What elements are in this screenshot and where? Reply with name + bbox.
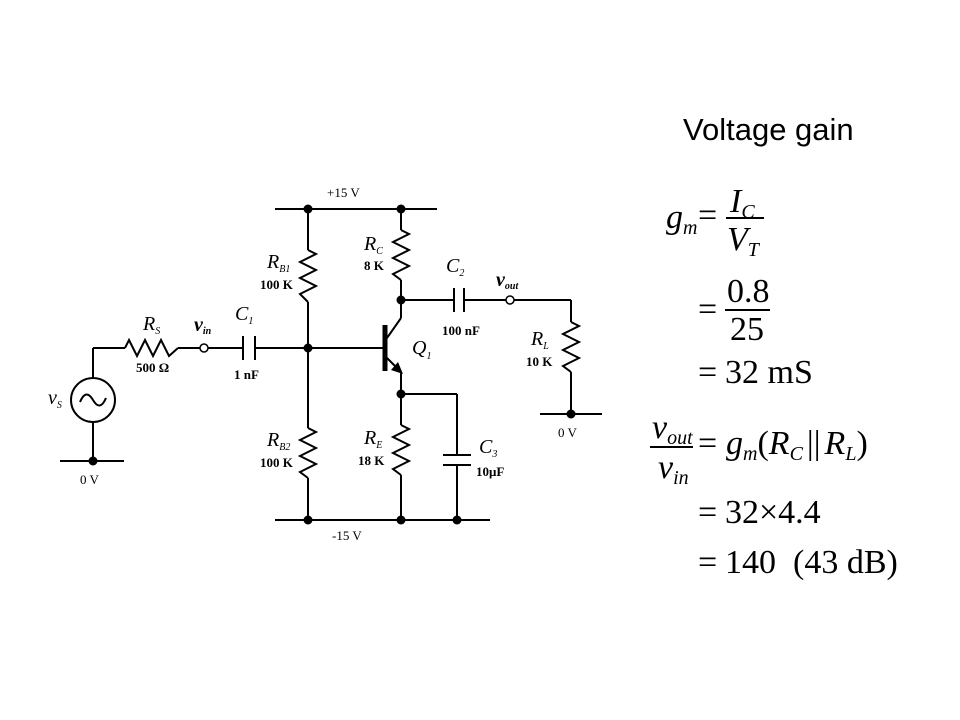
eq-equals-2: = xyxy=(698,291,717,328)
circuit-wires xyxy=(60,208,602,521)
c3-value: 10μF xyxy=(476,464,504,479)
junction-dots xyxy=(88,204,576,525)
c2-label: C2 xyxy=(446,255,464,279)
emitter-arrow-icon xyxy=(391,362,403,374)
rc-label: RC xyxy=(363,233,383,257)
vin-label: vin xyxy=(194,314,212,337)
rb2-label: RB2 xyxy=(266,429,290,453)
source-ground-label: 0 V xyxy=(80,472,100,487)
rb1-label: RB1 xyxy=(266,251,290,275)
eq-rhs: gm(RC||RL) xyxy=(726,425,868,465)
eq-equals-6: = xyxy=(698,544,717,581)
ac-source xyxy=(70,377,116,423)
resistor-rc xyxy=(390,229,412,281)
rs-label: RS xyxy=(142,313,160,337)
resistor-rl xyxy=(560,321,582,373)
eq-result: 140 xyxy=(725,544,776,581)
c1-label: C1 xyxy=(235,303,253,327)
resistor-rs xyxy=(124,337,179,359)
eq-den-1: 25 xyxy=(730,311,764,348)
load-ground-label: 0 V xyxy=(558,425,578,440)
vout-terminal xyxy=(505,295,515,305)
q1-label: Q1 xyxy=(412,337,431,362)
vout-label: vout xyxy=(496,269,519,292)
vin-terminal xyxy=(199,343,209,353)
sine-wave-icon xyxy=(79,393,107,407)
eq-vt: VT xyxy=(727,221,761,261)
source-label: vS xyxy=(48,387,62,411)
eq-prod: 32×4.4 xyxy=(725,494,821,531)
rb2-value: 100 K xyxy=(260,455,294,470)
eq-num-1: 0.8 xyxy=(727,273,770,310)
eq-equals-4: = xyxy=(698,425,717,462)
resistor-re xyxy=(390,424,412,476)
rl-value: 10 K xyxy=(526,354,553,369)
re-value: 18 K xyxy=(358,453,385,468)
eq-equals-3: = xyxy=(698,354,717,391)
rl-label: RL xyxy=(530,328,549,352)
eq-res-1: 32 mS xyxy=(725,354,813,391)
eq-equals-1: = xyxy=(698,197,717,234)
bottom-rail-label: -15 V xyxy=(332,528,362,543)
re-label: RE xyxy=(363,427,382,451)
c1-value: 1 nF xyxy=(234,367,259,382)
capacitor-c1 xyxy=(242,336,256,360)
top-rail-label: +15 V xyxy=(327,185,360,200)
eq-equals-5: = xyxy=(698,494,717,531)
c2-value: 100 nF xyxy=(442,323,480,338)
capacitor-c2 xyxy=(453,288,465,312)
c3-label: C3 xyxy=(479,436,497,460)
rs-value: 500 Ω xyxy=(136,360,169,375)
equations: gm = IC VT = 0.8 25 = 32 mS vout vin = g… xyxy=(650,183,898,581)
resistor-rb2 xyxy=(297,427,319,479)
eq-db: (43 dB) xyxy=(793,544,898,581)
resistor-rb1 xyxy=(297,249,319,303)
rb1-value: 100 K xyxy=(260,277,294,292)
transistor-q1 xyxy=(382,317,403,374)
rc-value: 8 K xyxy=(364,258,385,273)
eq-vin: vin xyxy=(658,449,689,489)
slide-title: Voltage gain xyxy=(683,112,854,147)
capacitor-c3 xyxy=(443,454,471,466)
eq-vout: vout xyxy=(652,409,693,449)
eq-gm-lhs: gm xyxy=(666,199,697,239)
